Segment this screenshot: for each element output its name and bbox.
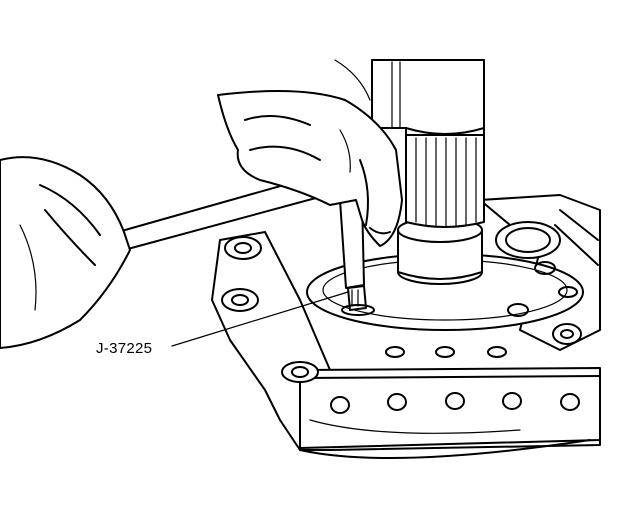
right-hand [217,59,403,247]
input-shaft [371,59,485,285]
left-hand [0,156,131,349]
pump-plate [306,253,584,331]
tool-callout-label: J-37225 [96,340,153,357]
callout-leader-line [171,291,349,347]
case-bolt-holes [330,392,580,414]
case-flange-bosses [221,236,319,383]
shaft-splines [415,137,477,227]
case-top-holes [385,346,507,358]
transmission-case [211,231,601,459]
